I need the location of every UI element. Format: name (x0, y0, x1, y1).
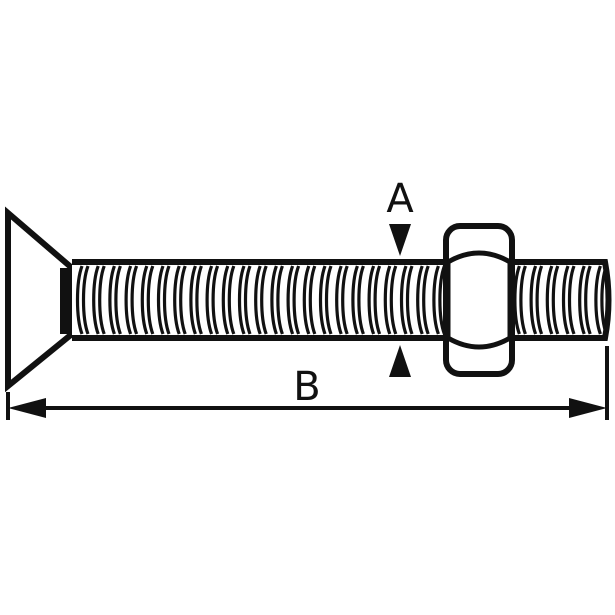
threaded-shank (72, 259, 612, 341)
thread-coil (545, 265, 560, 335)
thread-coils (75, 265, 608, 335)
thread-coil (108, 265, 122, 335)
thread-coil (529, 265, 544, 335)
thread-coil (335, 265, 349, 335)
thread-coil (221, 265, 236, 335)
diameter-label: A (386, 176, 414, 222)
thread-coil (156, 265, 171, 335)
thread-coil (140, 265, 155, 335)
thread-coil (286, 265, 301, 335)
countersunk-head (5, 206, 75, 393)
thread-coil (92, 265, 106, 335)
thread-coil (594, 265, 608, 335)
thread-coil (254, 265, 268, 335)
thread-coil (189, 265, 203, 335)
thread-coil (367, 265, 382, 335)
thread-coil (173, 265, 187, 335)
thread-coil (302, 265, 317, 335)
thread-coil (561, 265, 576, 335)
thread-coil (578, 265, 592, 335)
diameter-dimension: A (386, 176, 414, 377)
thread-coil (205, 265, 220, 335)
thread-coil (124, 265, 139, 335)
length-arrow-right (569, 398, 607, 418)
length-dimension: B (6, 346, 609, 420)
thread-coil (432, 265, 446, 335)
thread-coil (75, 265, 90, 335)
thread-coil (416, 265, 430, 335)
thread-coil (270, 265, 284, 335)
thread-coil (399, 265, 414, 335)
thread-coil (351, 265, 365, 335)
length-arrow-left (8, 398, 46, 418)
length-label: B (293, 364, 320, 410)
diameter-arrow-bottom (389, 345, 411, 377)
diameter-arrow-top (389, 224, 411, 256)
hex-nut (443, 223, 515, 377)
thread-coil (318, 265, 333, 335)
thread-coil (383, 265, 398, 335)
thread-coil (237, 265, 252, 335)
